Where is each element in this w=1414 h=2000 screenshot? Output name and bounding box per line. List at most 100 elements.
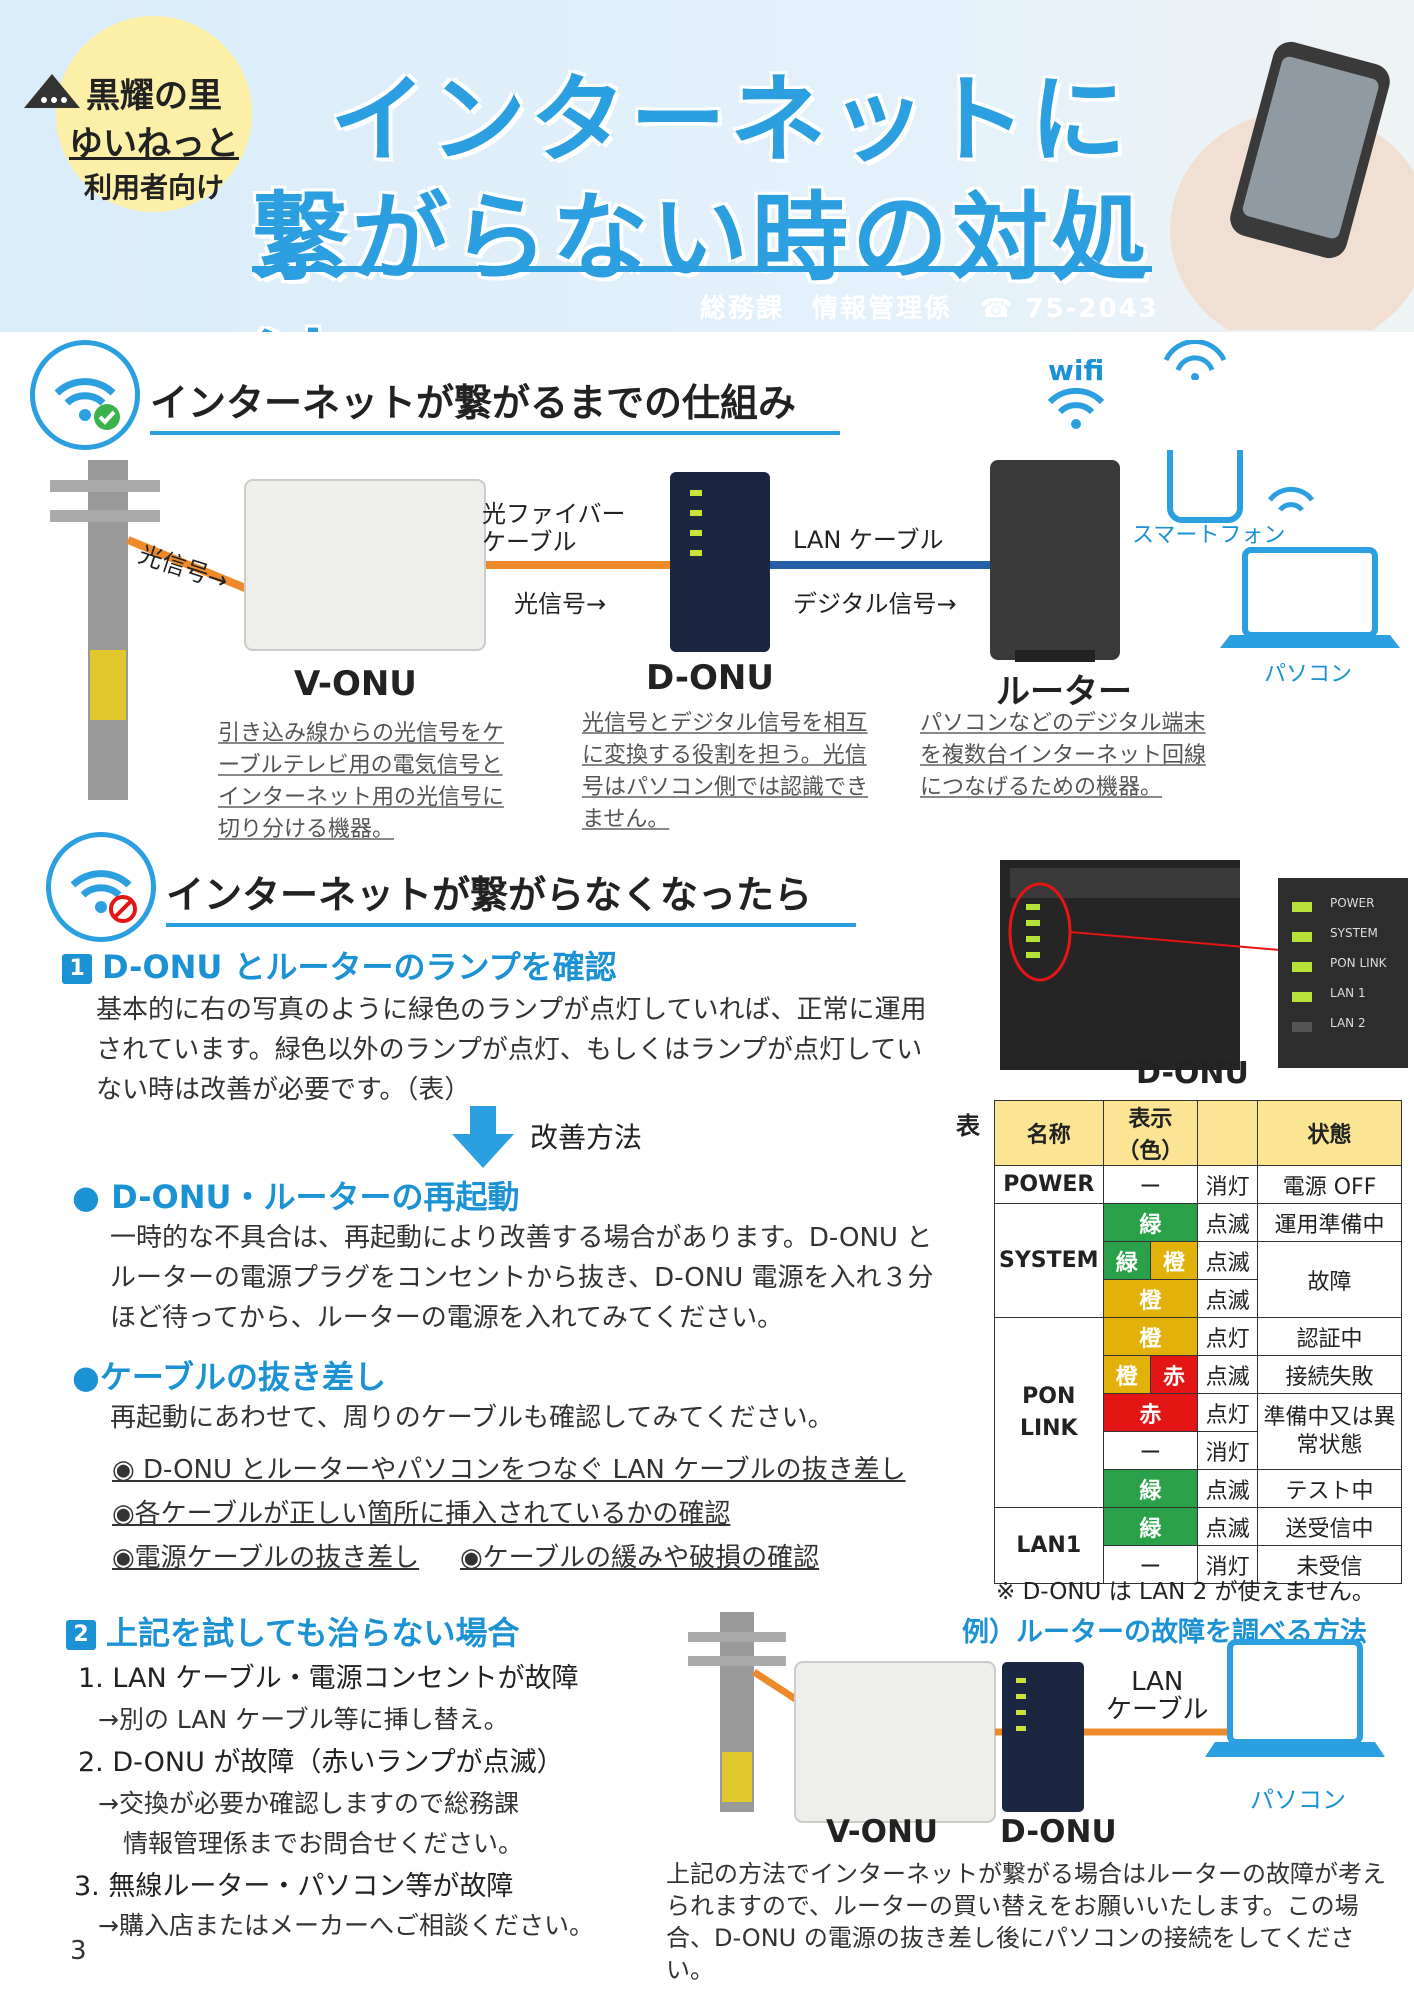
cell-color: ー xyxy=(1102,1165,1199,1204)
cell-name: LAN1 xyxy=(994,1507,1104,1584)
fix-item-2-detail: →交換が必要か確認しますので総務課 情報管理係までお問合せください。 xyxy=(98,1789,524,1858)
wifi-ok-badge xyxy=(30,340,140,450)
header-banner: 黒耀の里 ゆいねっと 利用者向け インターネットに 繋がらない時の対処法 総務課… xyxy=(0,0,1414,332)
table-row: ー 消灯 未受信 xyxy=(995,1545,1402,1584)
photo-label-donu: D-ONU xyxy=(1136,1056,1249,1091)
cell-state: 未受信 xyxy=(1257,1545,1402,1584)
table-row: POWER ー 消灯 電源 OFF xyxy=(994,1165,1402,1204)
th-state: 状態 xyxy=(1257,1100,1402,1166)
cell-mode: 点滅 xyxy=(1197,1469,1259,1508)
house-icon xyxy=(24,74,80,108)
wifi-check-icon xyxy=(54,378,120,430)
label-smartphone: スマートフォン xyxy=(1132,523,1286,548)
ex-body: 上記の方法でインターネットが繋がる場合はルーターの故障が考えられますので、ルータ… xyxy=(666,1860,1386,1984)
cell-color2: 橙 xyxy=(1149,1241,1199,1280)
cell-state: 運用準備中 xyxy=(1257,1203,1402,1242)
device-desc-vonu: 引き込み線からの光信号をケーブルテレビ用の電気信号とインターネット用の光信号に切… xyxy=(218,721,505,842)
hand-phone-icon xyxy=(1170,41,1414,330)
title-line1: インターネットに xyxy=(330,64,1130,176)
ex-pc-label: パソコン xyxy=(1250,1786,1346,1814)
cell-state: 故障 xyxy=(1257,1241,1402,1318)
cell-mode: 点滅 xyxy=(1197,1203,1259,1242)
contact-info: 総務課 情報管理係 ☎ 75-2043 xyxy=(700,294,1159,324)
cable-item-3: ◉電源ケーブルの抜き差し xyxy=(112,1543,420,1573)
ex-donu-label: D-ONU xyxy=(1000,1814,1117,1850)
arrow-down-icon xyxy=(452,1106,514,1168)
donu-photo xyxy=(1000,860,1408,1070)
device-desc-router: パソコンなどのデジタル端末を複数台インターネット回線につなげるための機器。 xyxy=(920,711,1207,800)
device-desc-donu: 光信号とデジタル信号を相互に変換する役割を担う。光信号はパソコン側では認識できま… xyxy=(582,711,869,832)
cell-name: PON LINK xyxy=(994,1317,1104,1508)
step2-number: 2 xyxy=(66,1620,96,1650)
cell-color: ー xyxy=(1102,1545,1199,1584)
badge-line2: ゆいねっと xyxy=(69,124,239,164)
cable-item-1: ◉ D-ONU とルーターやパソコンをつなぐ LAN ケーブルの抜き差し xyxy=(112,1455,906,1485)
table-row: 橙 赤 点滅 接続失敗 xyxy=(995,1355,1402,1394)
cell-color: 赤 xyxy=(1102,1393,1199,1432)
table-row: SYSTEM 緑 点滅 運用準備中 xyxy=(994,1203,1402,1318)
cable-item-2: ◉各ケーブルが正しい箇所に挿入されているかの確認 xyxy=(112,1499,731,1529)
cell-color: 緑 xyxy=(1102,1469,1199,1508)
step1-title: D-ONU とルーターのランプを確認 xyxy=(102,948,617,986)
cell-mode: 点灯 xyxy=(1197,1317,1259,1356)
table-caption: 表 xyxy=(956,1112,980,1140)
cell-mode: 点灯 xyxy=(1197,1393,1259,1432)
cell-color: 橙 xyxy=(1102,1355,1151,1394)
cell-state: 送受信中 xyxy=(1257,1507,1402,1546)
fix-item-1-detail: →別の LAN ケーブル等に挿し替え。 xyxy=(98,1705,509,1734)
th-color: 表示（色） xyxy=(1102,1100,1199,1166)
title-line2: 繋がらない時の対処法 xyxy=(252,182,1152,332)
section2-heading: インターネットが繋がらなくなったら xyxy=(166,864,856,927)
wifi-icon xyxy=(1047,387,1105,429)
fix-item-1-title: 1. LAN ケーブル・電源コンセントが故障 xyxy=(78,1663,579,1694)
lamp-label-ponlink: PON LINK xyxy=(1330,956,1387,970)
target-badge: 黒耀の里 ゆいねっと 利用者向け xyxy=(24,16,252,212)
step2-title: 上記を試しても治らない場合 xyxy=(106,1614,520,1652)
table-row: 緑 橙 点滅 故障 xyxy=(995,1241,1402,1318)
cell-mode: 消灯 xyxy=(1197,1545,1259,1584)
label-digital-signal: デジタル信号→ xyxy=(793,590,957,618)
cable-title: ●ケーブルの抜き差し xyxy=(72,1358,387,1396)
cell-state: 準備中又は異常状態 xyxy=(1257,1393,1402,1470)
step2-heading: 2 上記を試しても治らない場合 xyxy=(66,1608,519,1654)
cell-mode: 消灯 xyxy=(1197,1165,1259,1204)
lamp-label-lan1: LAN 1 xyxy=(1330,986,1366,1000)
improve-label: 改善方法 xyxy=(530,1121,643,1154)
status-table: 名称 表示（色） 状態 POWER ー 消灯 電源 OFF SYSTEM 緑 点… xyxy=(994,1100,1402,1584)
title-underline xyxy=(252,266,1152,272)
ex-vonu-label: V-ONU xyxy=(826,1814,939,1850)
device-name-vonu: V-ONU xyxy=(294,664,417,704)
cell-state: 電源 OFF xyxy=(1257,1165,1402,1204)
cable-body: 再起動にあわせて、周りのケーブルも確認してみてください。 xyxy=(110,1403,834,1433)
cell-color: 緑 xyxy=(1102,1203,1199,1242)
th-mode xyxy=(1197,1100,1259,1166)
table-row: 赤 点灯 準備中又は異常状態 xyxy=(995,1393,1402,1470)
label-pc: パソコン xyxy=(1264,662,1353,687)
cell-mode: 消灯 xyxy=(1197,1431,1259,1470)
cell-state: 認証中 xyxy=(1257,1317,1402,1356)
wifi-label: wifi xyxy=(1048,354,1105,387)
cell-color: 橙 xyxy=(1102,1279,1199,1318)
page-number: 3 xyxy=(70,1936,87,1966)
cell-color: 緑 xyxy=(1102,1241,1151,1280)
cell-state: 接続失敗 xyxy=(1257,1355,1402,1394)
cell-name: POWER xyxy=(994,1165,1104,1204)
wifi-prohibited-icon xyxy=(70,870,137,923)
section1-heading: インターネットが繋がるまでの仕組み xyxy=(150,372,840,435)
step1-heading: 1 D-ONU とルーターのランプを確認 xyxy=(62,942,617,988)
smartphone-wifi-icon xyxy=(1163,340,1227,380)
table-row: LAN1 緑 点滅 送受信中 xyxy=(994,1507,1402,1584)
restart-body: 一時的な不具合は、再起動により改善する場合があります。D-ONU とルーターの電… xyxy=(110,1223,934,1333)
cell-color2: 赤 xyxy=(1149,1355,1199,1394)
device-name-donu: D-ONU xyxy=(646,658,774,698)
cell-state: テスト中 xyxy=(1257,1469,1402,1508)
restart-title: ● D-ONU・ルーターの再起動 xyxy=(72,1178,520,1216)
label-lan-cable: LAN ケーブル xyxy=(793,526,944,554)
th-name: 名称 xyxy=(994,1100,1104,1166)
wifi-ng-badge xyxy=(46,832,156,942)
table-row: ー 消灯 xyxy=(995,1431,1402,1470)
cell-mode: 点滅 xyxy=(1197,1355,1259,1394)
step1-number: 1 xyxy=(62,954,92,984)
device-name-router: ルーター xyxy=(996,672,1132,712)
lamp-label-system: SYSTEM xyxy=(1330,926,1378,940)
